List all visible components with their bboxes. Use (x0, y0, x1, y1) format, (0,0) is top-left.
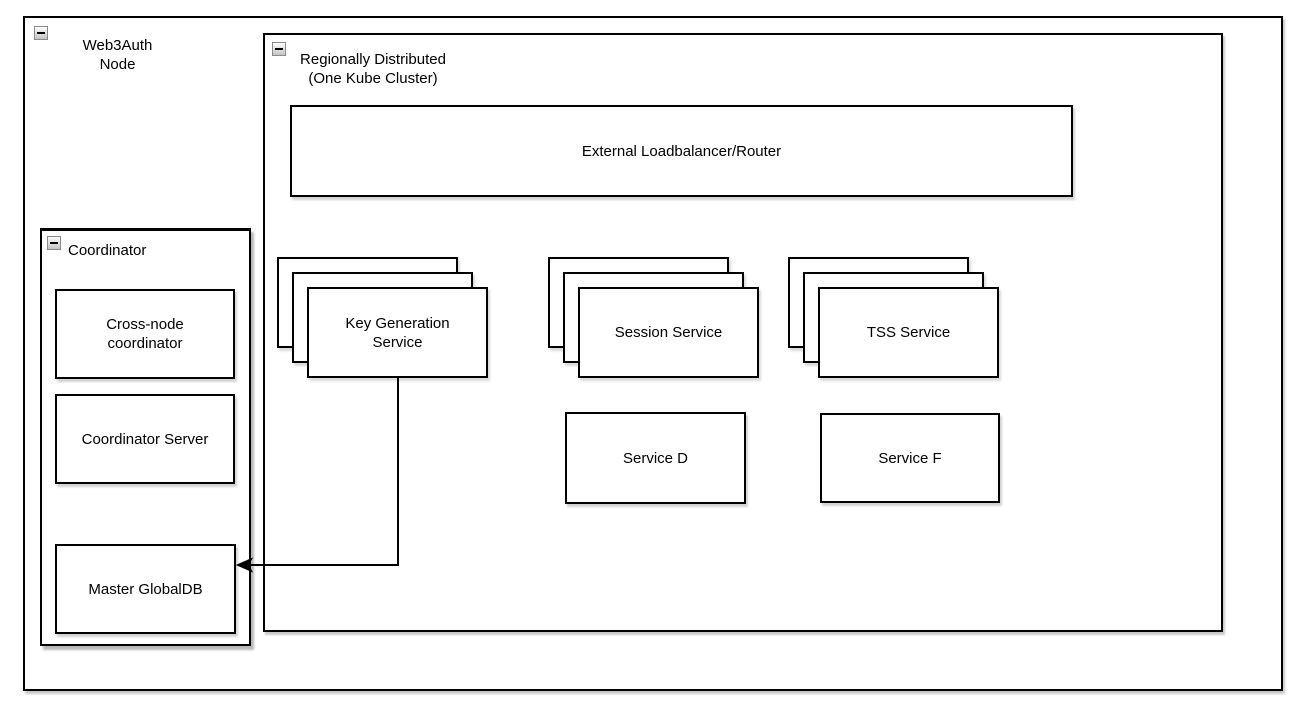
service-f-box[interactable]: Service F (820, 413, 1000, 503)
key-generation-service-stack[interactable]: Key Generation Service (277, 257, 488, 378)
coordinator-server-box[interactable]: Coordinator Server (55, 394, 235, 484)
cross-node-coordinator-label: Cross-node coordinator (106, 316, 184, 352)
region-container[interactable]: Regionally Distributed (One Kube Cluster… (263, 33, 1223, 632)
service-d-label: Service D (622, 449, 689, 467)
loadbalancer-box[interactable]: External Loadbalancer/Router (290, 105, 1073, 197)
coordinator-label: Coordinator (68, 242, 147, 259)
minus-icon (37, 32, 45, 34)
master-globaldb-box[interactable]: Master GlobalDB (55, 544, 236, 634)
coordinator-server-label: Coordinator Server (81, 430, 209, 448)
collapse-icon[interactable] (272, 42, 286, 56)
stack-front-layer[interactable]: TSS Service (818, 287, 999, 378)
coordinator-container[interactable]: Coordinator Cross-node coordinator Coord… (40, 228, 251, 646)
session-service-label: Session Service (614, 324, 723, 341)
session-service-stack[interactable]: Session Service (548, 257, 759, 378)
stack-front-layer[interactable]: Session Service (578, 287, 759, 378)
key-generation-service-label: Key Generation Service (345, 314, 450, 351)
cross-node-coordinator-box[interactable]: Cross-node coordinator (55, 289, 235, 379)
collapse-icon[interactable] (34, 26, 48, 40)
service-d-box[interactable]: Service D (565, 412, 746, 504)
loadbalancer-label: External Loadbalancer/Router (581, 142, 782, 160)
tss-service-stack[interactable]: TSS Service (788, 257, 999, 378)
minus-icon (50, 242, 58, 244)
web3auth-node-label: Web3Auth Node (82, 37, 153, 73)
stack-front-layer[interactable]: Key Generation Service (307, 287, 488, 378)
service-f-label: Service F (878, 449, 942, 467)
region-label: Regionally Distributed (One Kube Cluster… (300, 51, 446, 87)
tss-service-label: TSS Service (866, 324, 951, 341)
master-globaldb-label: Master GlobalDB (88, 580, 203, 598)
minus-icon (275, 48, 283, 50)
collapse-icon[interactable] (47, 236, 61, 250)
